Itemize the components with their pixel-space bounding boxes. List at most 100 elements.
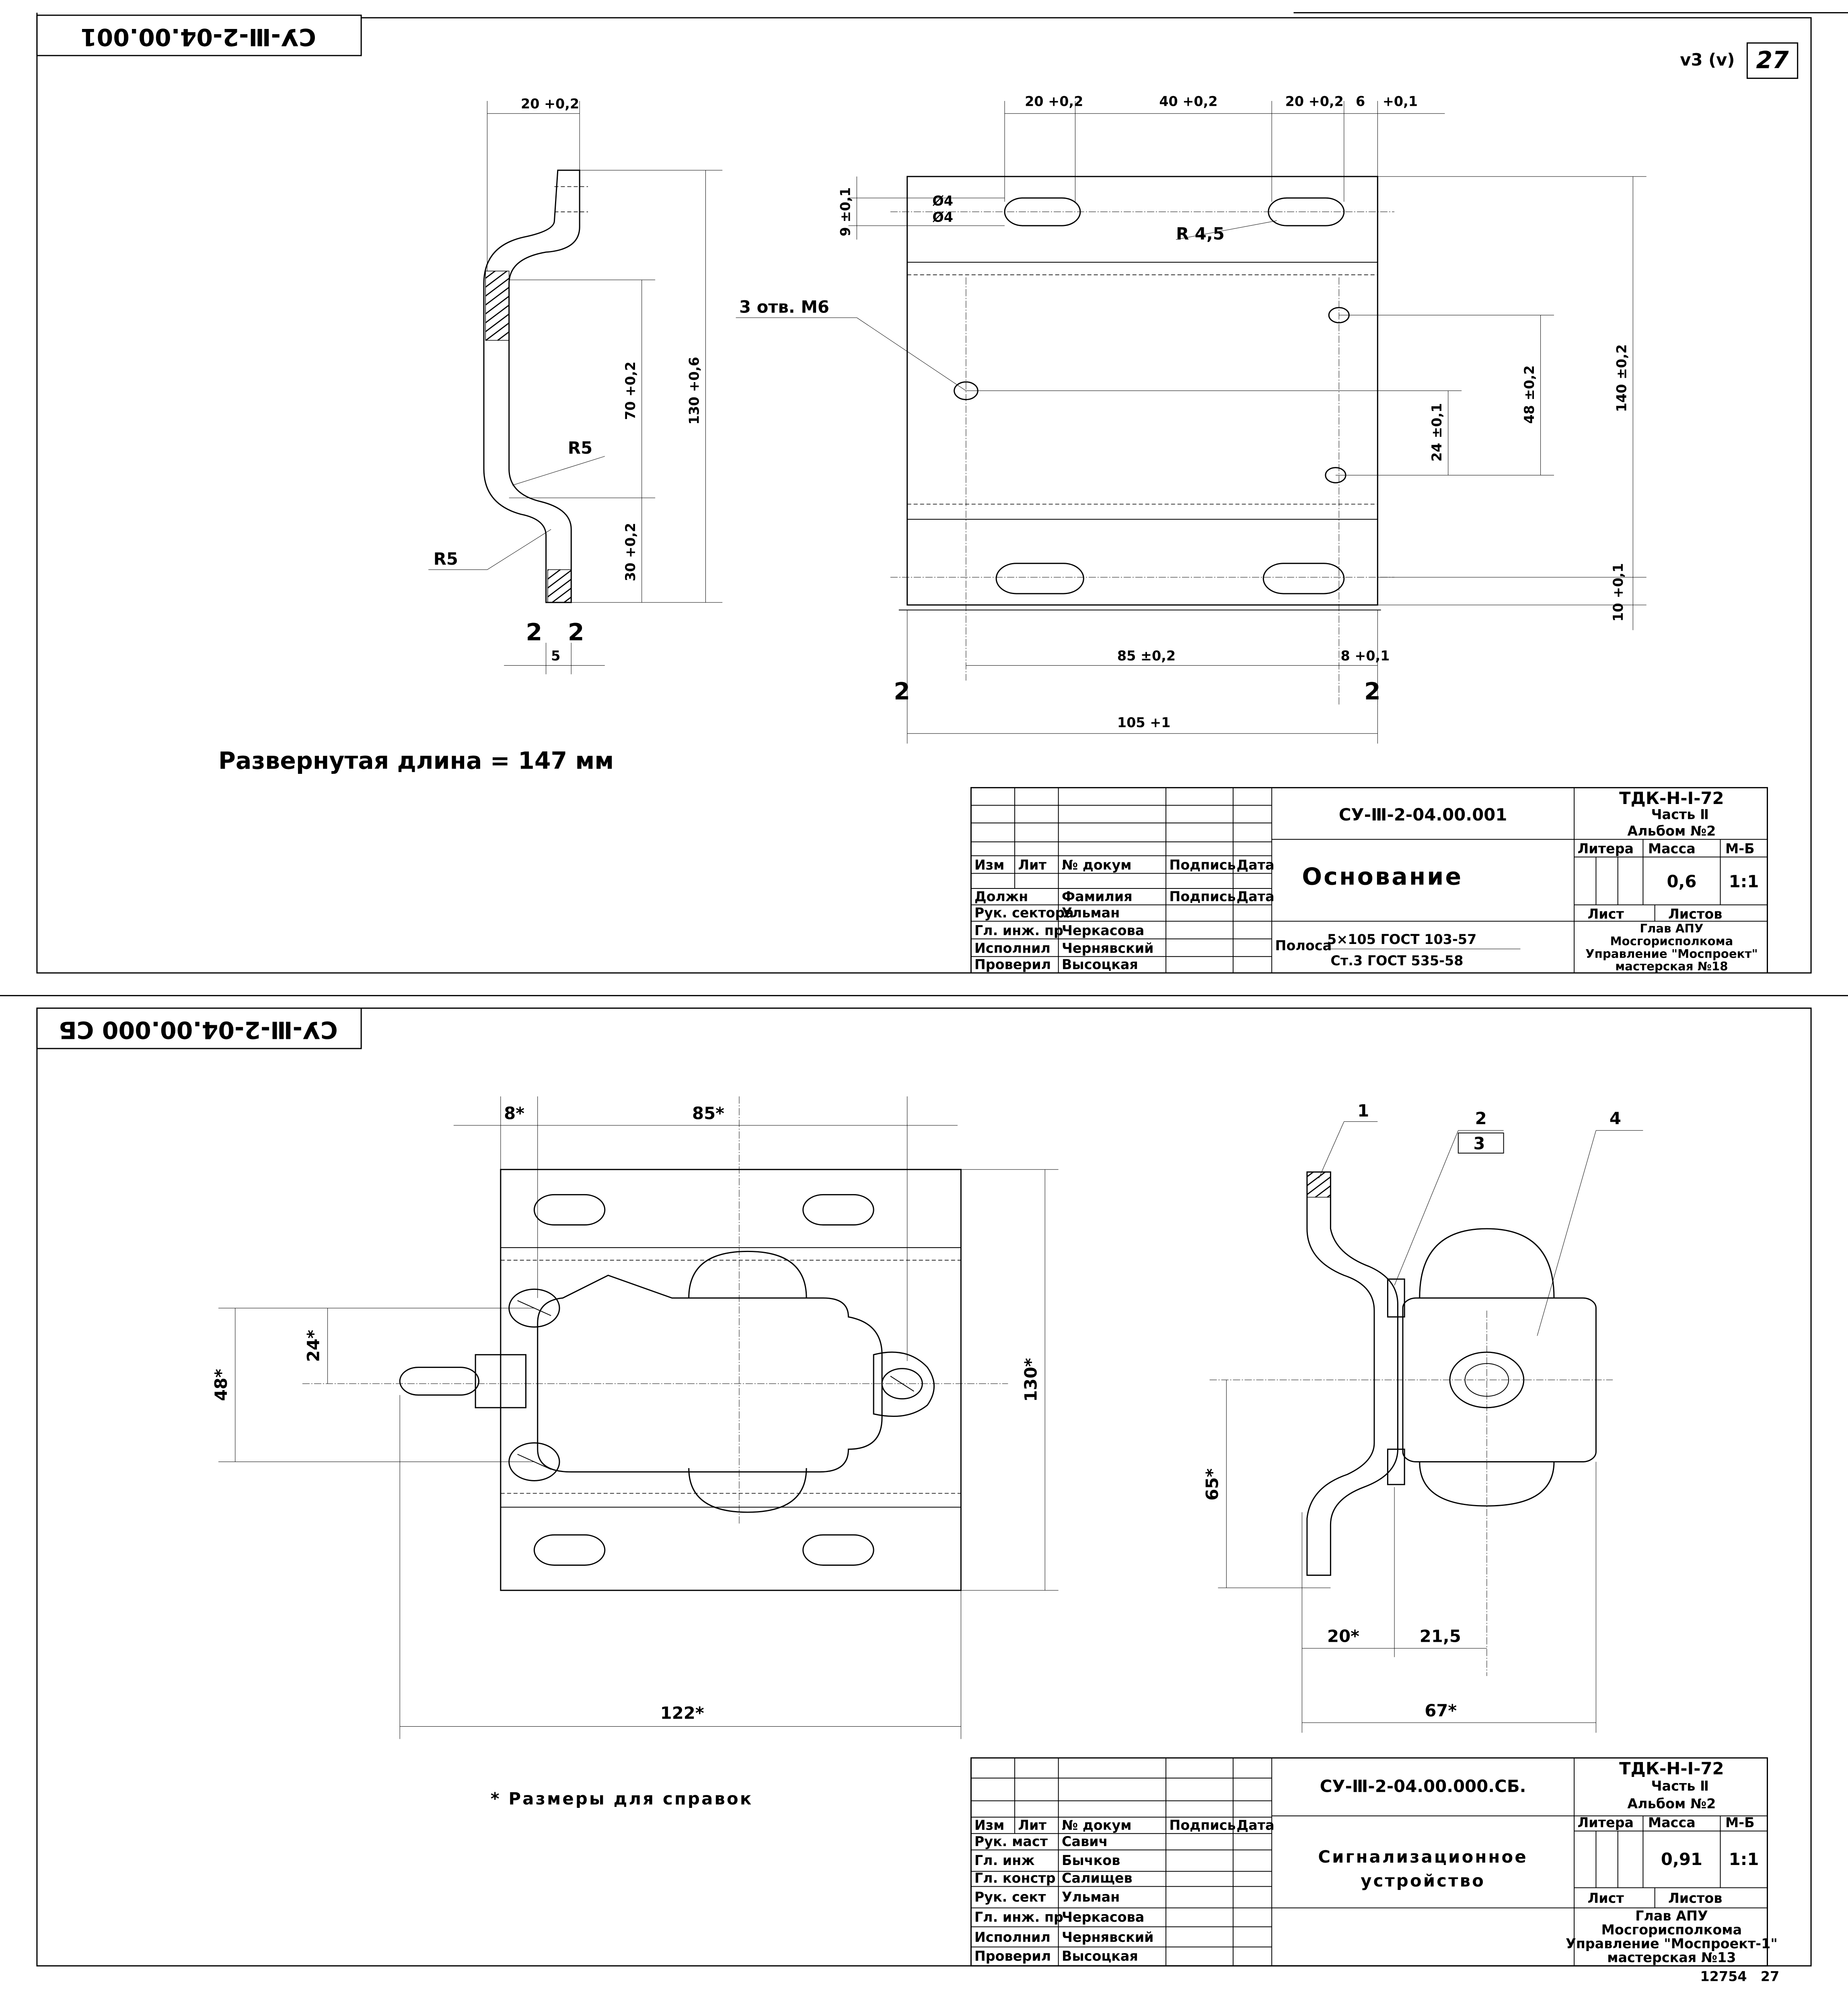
holes-callout: 3 отв. М6: [739, 297, 829, 317]
switch-ear: [874, 1352, 934, 1417]
scale-value: 1:1: [1729, 872, 1759, 891]
scale-label: М-Б: [1725, 1815, 1755, 1830]
sheet-mark: ⅴ3 (ⅴ): [1680, 50, 1735, 70]
staff-role: Гл. констр: [974, 1870, 1056, 1886]
dim-width: 105 +1: [1117, 715, 1171, 730]
mass-value: 0,6: [1667, 872, 1696, 891]
header-role: Должн: [974, 888, 1028, 904]
page-number-box: [1747, 43, 1797, 78]
header-lit: Лит: [1018, 1817, 1046, 1833]
org-line: мастерская №18: [1615, 960, 1728, 973]
switch-body: [538, 1275, 882, 1472]
staff-name: Савич: [1062, 1834, 1108, 1849]
mass-value: 0,91: [1661, 1849, 1702, 1869]
sheets-label: Листов: [1668, 1890, 1722, 1906]
dim-edge: 8*: [504, 1103, 524, 1123]
page-number: 27: [1756, 46, 1789, 74]
header-sign: Подпись: [1169, 888, 1235, 904]
series: ТДК-Н-Ⅰ-72: [1619, 1759, 1724, 1779]
dim-side-height: 65*: [1203, 1468, 1222, 1501]
dim-width: 122*: [660, 1703, 704, 1723]
staff-name: Высоцкая: [1062, 1948, 1138, 1964]
dim-width: 20 +0,2: [521, 96, 579, 112]
section-mark: 2: [1364, 678, 1381, 705]
title-block: Изм Лит № докум Подпись Дата Должн Фамил…: [971, 788, 1767, 973]
section-mark: 2: [894, 678, 910, 705]
header-name: Фамилия: [1062, 888, 1133, 904]
stamp-box: [37, 15, 361, 56]
dim-slot-a: Ø4: [932, 193, 953, 209]
staff-role: Исполнил: [974, 1929, 1050, 1945]
scale-label: М-Б: [1725, 841, 1755, 856]
header-date: Дата: [1236, 1817, 1274, 1833]
switch-button: [689, 1468, 806, 1512]
mounting-screw: [1388, 1279, 1404, 1317]
staff-role: Рук. сект: [974, 1889, 1046, 1905]
staff-name: Чернявский: [1062, 940, 1154, 956]
dim-slot-b: Ø4: [932, 210, 953, 225]
slot: [534, 1195, 604, 1225]
footer-number: 12754: [1700, 1968, 1747, 1984]
staff-role: Проверил: [974, 1948, 1051, 1964]
stamp-code: СУ-Ⅲ-2-04.00.001: [80, 23, 316, 51]
dim-slot-offset: 9 ±0,1: [838, 187, 853, 236]
slot: [803, 1195, 874, 1225]
drawing-code: СУ-Ⅲ-2-04.00.001: [1339, 805, 1507, 825]
callout-1: 1: [1357, 1101, 1369, 1121]
org-line: Управление "Моспроект": [1585, 947, 1758, 960]
assembly-front-view: 8* 85* 24* 48* 130* 122*: [211, 1096, 1059, 1739]
switch-button: [1420, 1462, 1554, 1506]
assembly-name-line-2: устройство: [1361, 1871, 1485, 1890]
bottom-sheet: СУ-Ⅲ-2-04.00.000 СБ: [0, 995, 1848, 1984]
dim-bottom-offset: 10 +0,1: [1610, 563, 1626, 621]
footer-page: 27: [1761, 1968, 1780, 1984]
dim-height: 140 ±0,2: [1614, 344, 1630, 412]
side-view-profile: 20 +0,2 130 +0,6 70 +0,2 30 +0,2 R5 R5 2…: [428, 96, 722, 674]
drawing-code: СУ-Ⅲ-2-04.00.000.СБ.: [1320, 1776, 1526, 1796]
front-view-plate: 20 +0,2 40 +0,2 20 +0,2 6 +0,1 9 ±0,1 Ø4…: [736, 93, 1647, 743]
header-sign: Подпись: [1169, 1817, 1235, 1833]
sheet-label: Лист: [1588, 1890, 1624, 1906]
dim-height: 130 +0,6: [687, 357, 702, 425]
dim-span: 85*: [692, 1103, 724, 1123]
switch-button: [689, 1251, 806, 1298]
dim-slot-radius: R 4,5: [1176, 224, 1225, 244]
dim-slot-right: 20 +0,2: [1285, 93, 1344, 109]
org-line: Глав АПУ: [1635, 1908, 1708, 1924]
dim-radius-lower: R5: [434, 549, 458, 569]
part-name: Основание: [1302, 863, 1463, 890]
album: Альбом №2: [1627, 823, 1716, 839]
part-number: Часть Ⅱ: [1651, 807, 1709, 822]
litera-label: Литера: [1577, 1815, 1634, 1830]
plunger-housing: [475, 1355, 526, 1408]
header-lit: Лит: [1018, 857, 1046, 873]
staff-role: Рук. маст: [974, 1834, 1048, 1849]
dim-hole-span: 85 ±0,2: [1117, 648, 1176, 664]
top-sheet: СУ-Ⅲ-2-04.00.001 ⅴ3 (ⅴ) 27 20 +0,2 130 +…: [37, 13, 1848, 973]
stamp-code: СУ-Ⅲ-2-04.00.000 СБ: [59, 1016, 338, 1044]
dim-middle: 70 +0,2: [623, 362, 638, 420]
staff-role: Гл. инж. пр: [974, 1909, 1063, 1925]
part-number: Часть Ⅱ: [1651, 1778, 1709, 1794]
staff-name: Высоцкая: [1062, 957, 1138, 973]
top-frame: [37, 13, 1811, 973]
slot: [1263, 563, 1344, 594]
staff-name: Чернявский: [1062, 1929, 1154, 1945]
mounting-screw: [1388, 1449, 1404, 1485]
litera-label: Литера: [1577, 841, 1634, 856]
staff-role: Гл. инж. пр: [974, 923, 1063, 938]
staff-name: Черкасова: [1062, 1909, 1144, 1925]
dim-edge: 6: [1356, 93, 1365, 109]
section-hatch: [548, 570, 571, 602]
slot: [1268, 198, 1344, 226]
header-date: Дата: [1236, 857, 1274, 873]
staff-name: Салищев: [1062, 1870, 1133, 1886]
reference-note: * Размеры для справок: [491, 1789, 753, 1809]
staff-name: Ульман: [1062, 1889, 1120, 1905]
album: Альбом №2: [1627, 1796, 1716, 1812]
staff-role: Исполнил: [974, 940, 1050, 956]
dim-slot-spacing: 40 +0,2: [1159, 93, 1217, 109]
callout-4: 4: [1610, 1108, 1621, 1128]
header-date: Дата: [1236, 888, 1274, 904]
